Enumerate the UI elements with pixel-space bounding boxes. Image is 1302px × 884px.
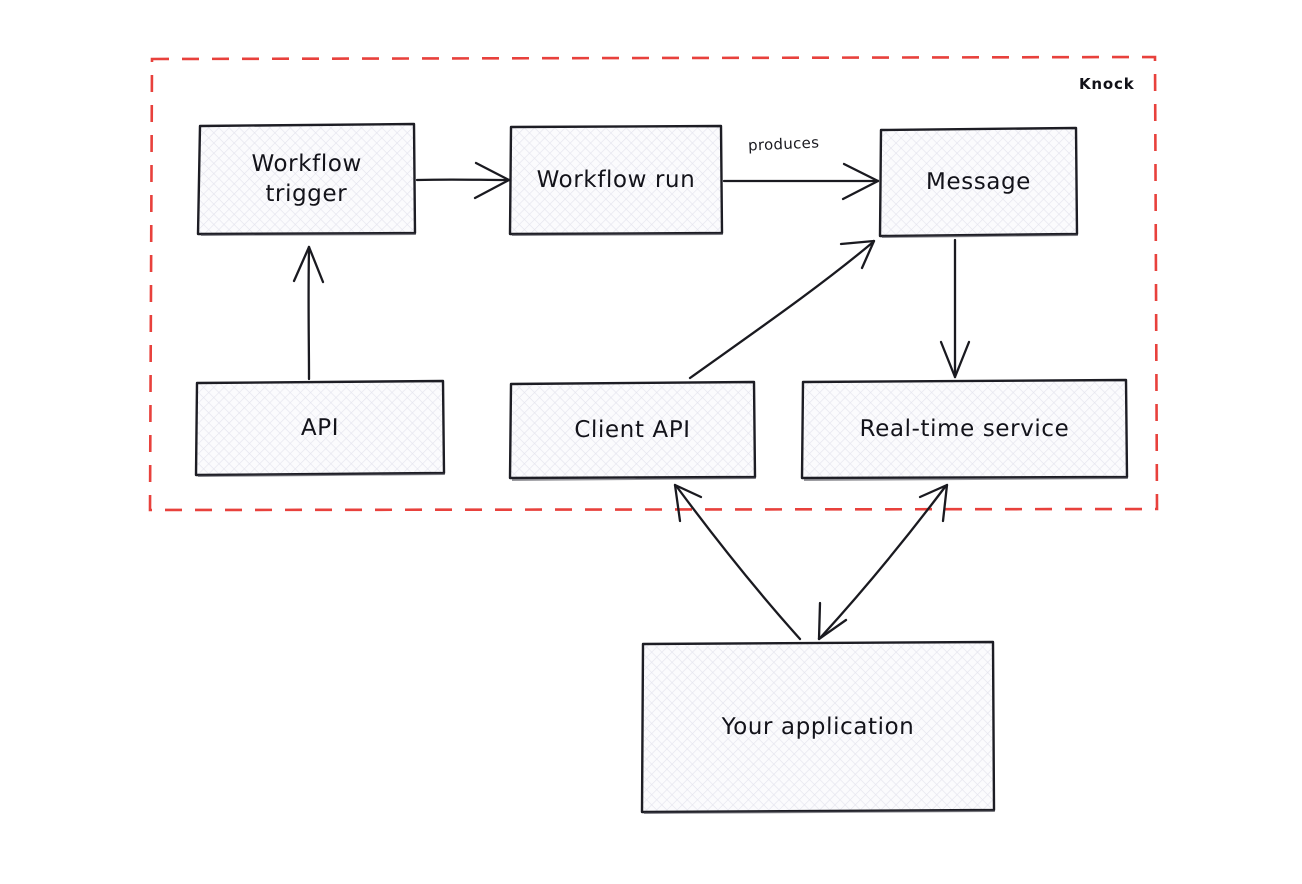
node-workflow-run[interactable] <box>508 124 724 237</box>
node-hit-workflow-run[interactable] <box>510 126 722 234</box>
edge-trigger-to-run <box>415 161 511 200</box>
node-message[interactable] <box>878 126 1079 239</box>
node-real-time-service[interactable] <box>800 378 1129 482</box>
edge-run-to-message <box>722 162 880 201</box>
knock-group-boundary <box>148 55 1159 512</box>
node-hit-workflow-trigger[interactable] <box>198 124 415 234</box>
edge-label-produces: produces <box>747 133 820 155</box>
edge-message-to-realtime <box>939 238 971 379</box>
edge-realtime-to-app <box>817 483 949 641</box>
edge-api-to-trigger <box>292 245 325 381</box>
node-hit-your-application[interactable] <box>642 642 994 812</box>
edge-client-api-to-message <box>688 239 876 380</box>
node-your-application[interactable] <box>640 640 996 815</box>
node-hit-api[interactable] <box>196 381 444 475</box>
knock-group-label: Knock <box>1079 75 1135 93</box>
node-hit-message[interactable] <box>880 128 1077 236</box>
node-hit-client-api[interactable] <box>510 382 755 478</box>
node-workflow-trigger[interactable] <box>196 122 417 237</box>
node-hit-real-time-service[interactable] <box>802 380 1127 478</box>
node-api[interactable] <box>194 379 446 478</box>
node-client-api[interactable] <box>508 380 757 482</box>
edge-app-to-client-api <box>673 483 802 641</box>
